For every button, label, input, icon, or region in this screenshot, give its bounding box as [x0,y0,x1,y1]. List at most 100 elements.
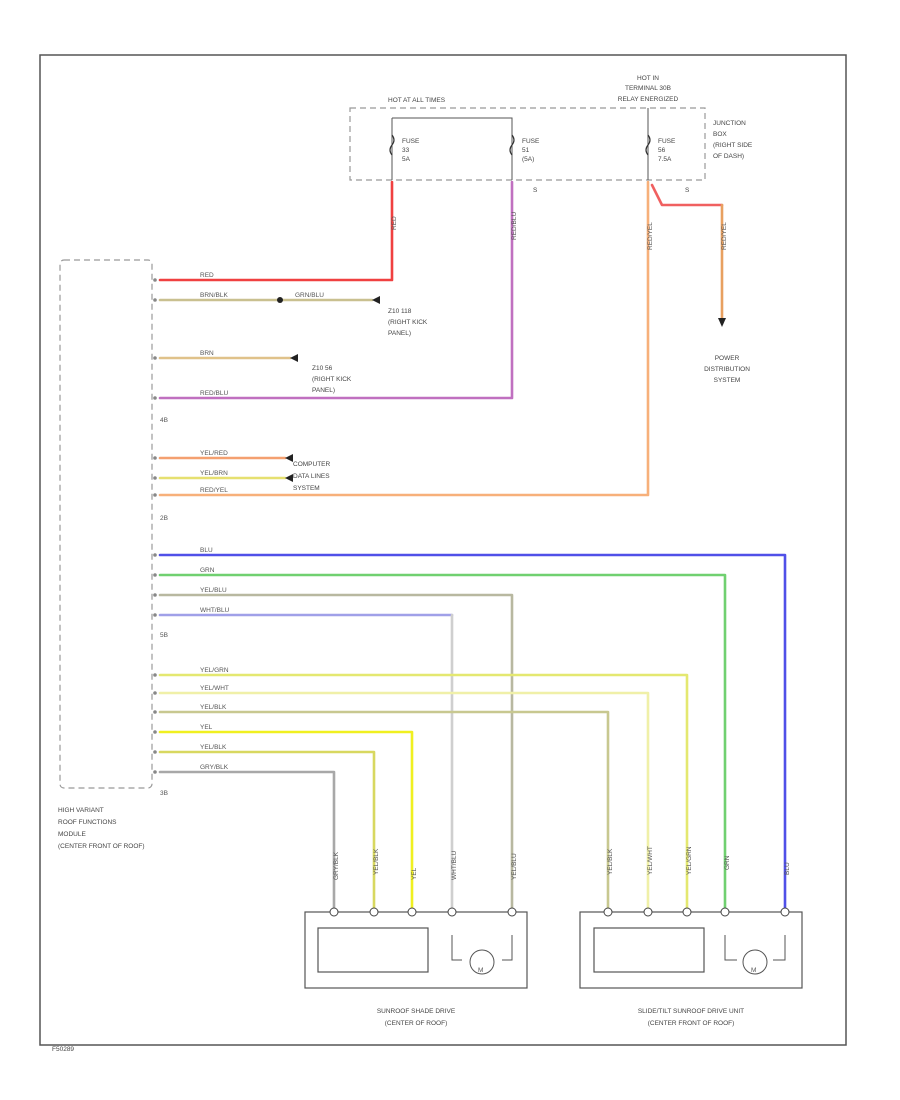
wire-label: RED/BLU [200,390,228,397]
junction-box-location: (RIGHT SIDE [713,142,753,149]
wire-yel-blk-2 [158,750,376,914]
wire-red [158,180,394,282]
slide-tilt-drive-unit: M SLIDE/TILT SUNROOF DRIVE UNIT (CENTER … [579,907,803,1027]
wire-label: RED/YEL [647,222,654,250]
ground-1-loc: (RIGHT KICK [388,319,428,326]
wire-yel-grn [158,673,689,914]
roof-functions-module [59,259,153,789]
slide-drive-name: SLIDE/TILT SUNROOF DRIVE UNIT [638,1008,744,1015]
terminal-label: TERMINAL 30B [625,85,671,92]
wire-label: GRN [724,855,731,870]
wire-label: YEL/BLK [607,848,614,875]
wire-power-feed [650,183,724,207]
computer-data-label: COMPUTER [293,461,331,468]
ground-arrow [372,296,380,304]
junction-box-name: JUNCTION [713,120,746,127]
wire-label: GRN [200,567,215,574]
ground-1-loc-2: PANEL) [388,330,411,337]
svg-text:FUSE: FUSE [658,138,676,145]
slide-module-block [593,927,705,973]
fuse-56: FUSE 56 7.5A [645,134,676,163]
sunroof-shade-drive: M SUNROOF SHADE DRIVE (CENTER OF ROOF) [304,907,528,1027]
connector-label: 4B [160,417,168,424]
junction-box: HOT AT ALL TIMES HOT IN TERMINAL 30B REL… [349,75,753,194]
wire-grn [158,573,727,914]
wire-label: GRN/BLU [295,292,324,299]
arrow-icon [718,318,726,327]
svg-text:56: 56 [658,147,666,154]
fuse-bus [392,117,513,180]
wire-blu [158,553,787,914]
svg-text:M: M [751,967,756,974]
ground-2-loc-2: PANEL) [312,387,335,394]
wire-red-yel [158,180,650,497]
wire-yel-blu [158,593,514,914]
wire-label: RED [391,216,398,230]
diagram-frame [39,54,847,1046]
wire-label: RED [200,272,214,279]
wire-label: YEL/BLK [200,744,227,751]
computer-data-label-2: DATA LINES [293,473,330,480]
wire-label: YEL/BLK [200,704,227,711]
terminal-mark: S [685,187,690,194]
junction-box-outline [349,107,706,181]
slide-drive-location: (CENTER FRONT OF ROOF) [648,1020,735,1027]
module-name-2: ROOF FUNCTIONS [58,819,117,826]
power-dist-label: POWER [715,355,740,362]
wire-label: YEL/BLK [373,848,380,875]
wire-label: YEL/WHT [647,846,654,875]
wire-label: BRN/BLK [200,292,228,299]
figure-id: F50289 [52,1046,74,1053]
module-pins [153,278,157,774]
wire-yel-wht [158,691,650,914]
svg-text:FUSE: FUSE [402,138,420,145]
wire-label: YEL/GRN [686,846,693,875]
module-name: HIGH VARIANT [58,807,104,814]
computer-data-label-3: SYSTEM [293,485,320,492]
fuse-51: FUSE 51 (5A) [509,134,540,163]
wire-label: YEL/BLU [511,853,518,880]
power-dist-label-3: SYSTEM [714,377,741,384]
wire-label: YEL/BRN [200,470,228,477]
ground-1: Z10 118 [388,308,412,315]
wire-yel-blk [158,710,610,914]
wire-label: BRN [200,350,214,357]
hot-in-label: HOT IN [637,75,659,82]
hot-at-all-times-label: HOT AT ALL TIMES [388,97,446,104]
connector-label: 3B [160,790,168,797]
wire-label: BLU [784,862,791,875]
wire-red-blu [158,180,514,400]
wire-label: YEL [411,867,418,880]
ground-2-loc: (RIGHT KICK [312,376,352,383]
wire-label: YEL/RED [200,450,228,457]
junction-box-name-2: BOX [713,131,727,138]
svg-text:FUSE: FUSE [522,138,540,145]
relay-energized-label: RELAY ENERGIZED [618,96,679,103]
wire-label: WHT/BLU [451,850,458,880]
arrow-icon [285,454,293,462]
svg-text:7.5A: 7.5A [658,156,672,163]
wire-label: YEL/WHT [200,685,229,692]
wire-label: RED/BLU [511,212,518,240]
shade-drive-location: (CENTER OF ROOF) [385,1020,447,1027]
connector-label: 5B [160,632,168,639]
power-dist-label-2: DISTRIBUTION [704,366,750,373]
wire-label: GRY/BLK [333,851,340,880]
wire-label: YEL/GRN [200,667,229,674]
fuse-33: FUSE 33 5A [389,134,420,163]
terminal-mark: S [533,187,538,194]
svg-text:(5A): (5A) [522,156,534,163]
connector-label: 2B [160,515,168,522]
svg-text:51: 51 [522,147,530,154]
svg-text:M: M [478,967,483,974]
motor-icon [469,949,495,975]
wire-label: RED/YEL [200,487,228,494]
shade-module-block [317,927,429,973]
svg-text:5A: 5A [402,156,411,163]
wire-label: BLU [200,547,213,554]
wire-label: WHT/BLU [200,607,230,614]
shade-drive-name: SUNROOF SHADE DRIVE [377,1008,456,1015]
junction-box-location-2: OF DASH) [713,153,744,160]
arrow-icon [285,474,293,482]
